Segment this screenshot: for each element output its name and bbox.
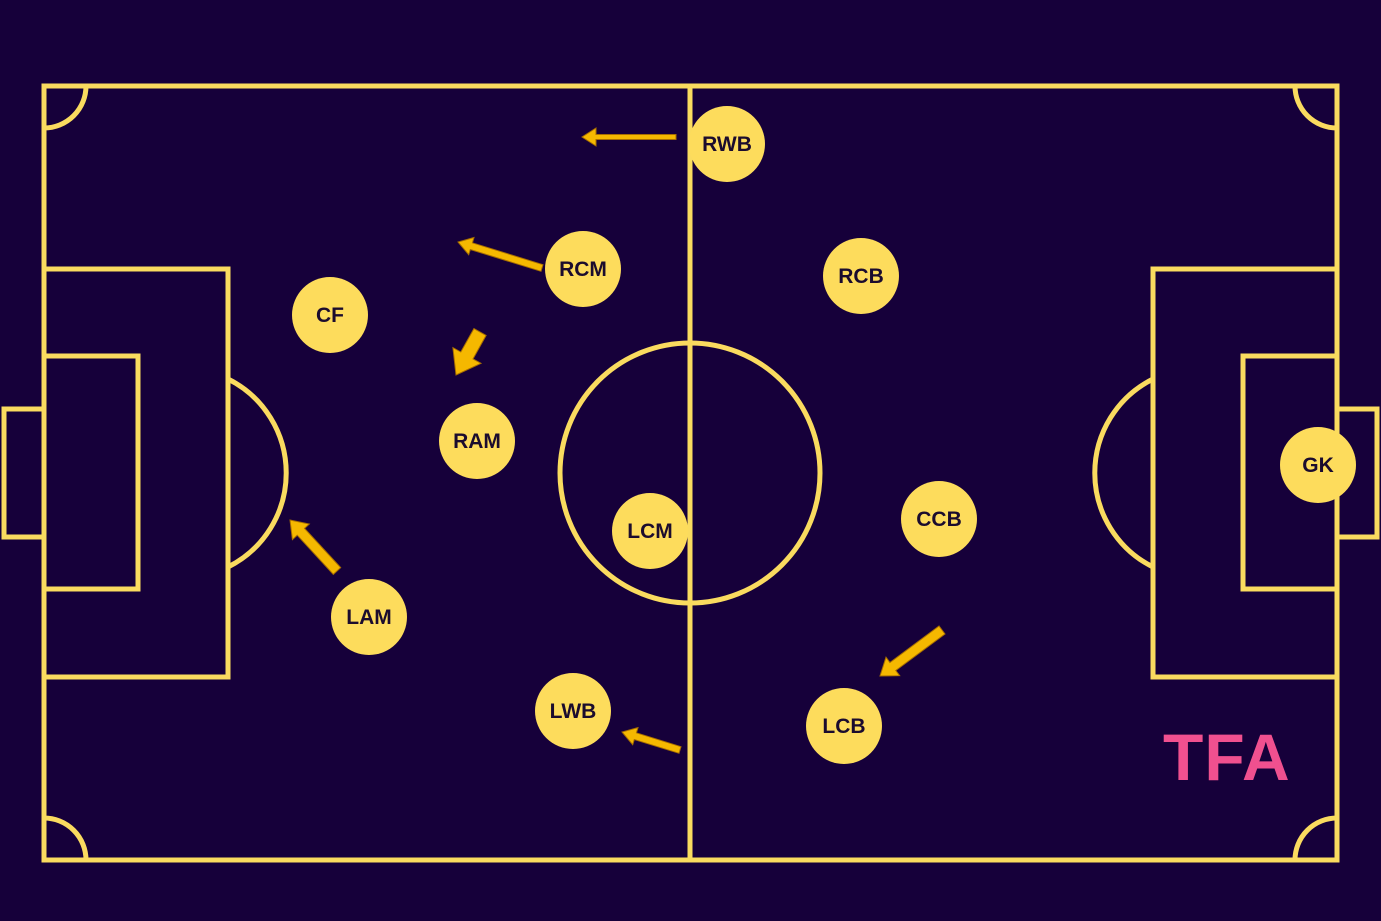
- player-label: LCB: [822, 715, 865, 738]
- player-marker: [292, 277, 368, 353]
- player-marker: [806, 688, 882, 764]
- left-penalty-arc: [226, 376, 289, 570]
- player-lcm: LCM: [612, 493, 688, 569]
- player-label: RAM: [453, 430, 501, 453]
- player-lam: LAM: [331, 579, 407, 655]
- arrow-rwb-icon: [581, 127, 677, 147]
- left-goal: [1, 406, 47, 540]
- player-label: RCB: [838, 265, 884, 288]
- player-label: GK: [1302, 454, 1334, 477]
- player-marker: [901, 481, 977, 557]
- arrow-ram-icon: [452, 327, 487, 376]
- corner-arc-top-left: [43, 85, 89, 131]
- centre-circle: [557, 340, 823, 606]
- arrow-rcm-icon: [457, 236, 544, 272]
- player-label: CCB: [916, 508, 962, 531]
- player-rwb: RWB: [689, 106, 765, 182]
- player-ram: RAM: [439, 403, 515, 479]
- player-label: LWB: [550, 700, 597, 723]
- player-marker: [612, 493, 688, 569]
- corner-arc-bottom-right: [1292, 815, 1338, 861]
- player-marker: [535, 673, 611, 749]
- player-gk: GK: [1280, 427, 1356, 503]
- corner-arc-top-right: [1292, 85, 1338, 131]
- player-label: RCM: [559, 258, 607, 281]
- player-label: CF: [316, 304, 344, 327]
- player-marker: [823, 238, 899, 314]
- right-penalty-arc: [1092, 376, 1155, 570]
- corner-arc-bottom-left: [43, 815, 89, 861]
- players: GK RCB CCB LCB RWB LWB RCM LCM RAM LAM CF: [292, 106, 1356, 764]
- arrow-lam-icon: [289, 519, 342, 576]
- left-six-yard-box: [41, 353, 141, 592]
- player-cf: CF: [292, 277, 368, 353]
- player-ccb: CCB: [901, 481, 977, 557]
- player-marker: [689, 106, 765, 182]
- player-rcb: RCB: [823, 238, 899, 314]
- player-label: RWB: [702, 133, 752, 156]
- player-marker: [1280, 427, 1356, 503]
- player-lcb: LCB: [806, 688, 882, 764]
- movement-arrows: [289, 127, 946, 754]
- arrow-lcb-icon: [879, 625, 946, 677]
- player-marker: [331, 579, 407, 655]
- player-label: LCM: [627, 520, 673, 543]
- player-marker: [439, 403, 515, 479]
- arrow-lwb-icon: [621, 726, 682, 754]
- player-marker: [545, 231, 621, 307]
- player-rcm: RCM: [545, 231, 621, 307]
- player-lwb: LWB: [535, 673, 611, 749]
- tfa-logo: TFA: [1163, 720, 1291, 794]
- player-label: LAM: [346, 606, 392, 629]
